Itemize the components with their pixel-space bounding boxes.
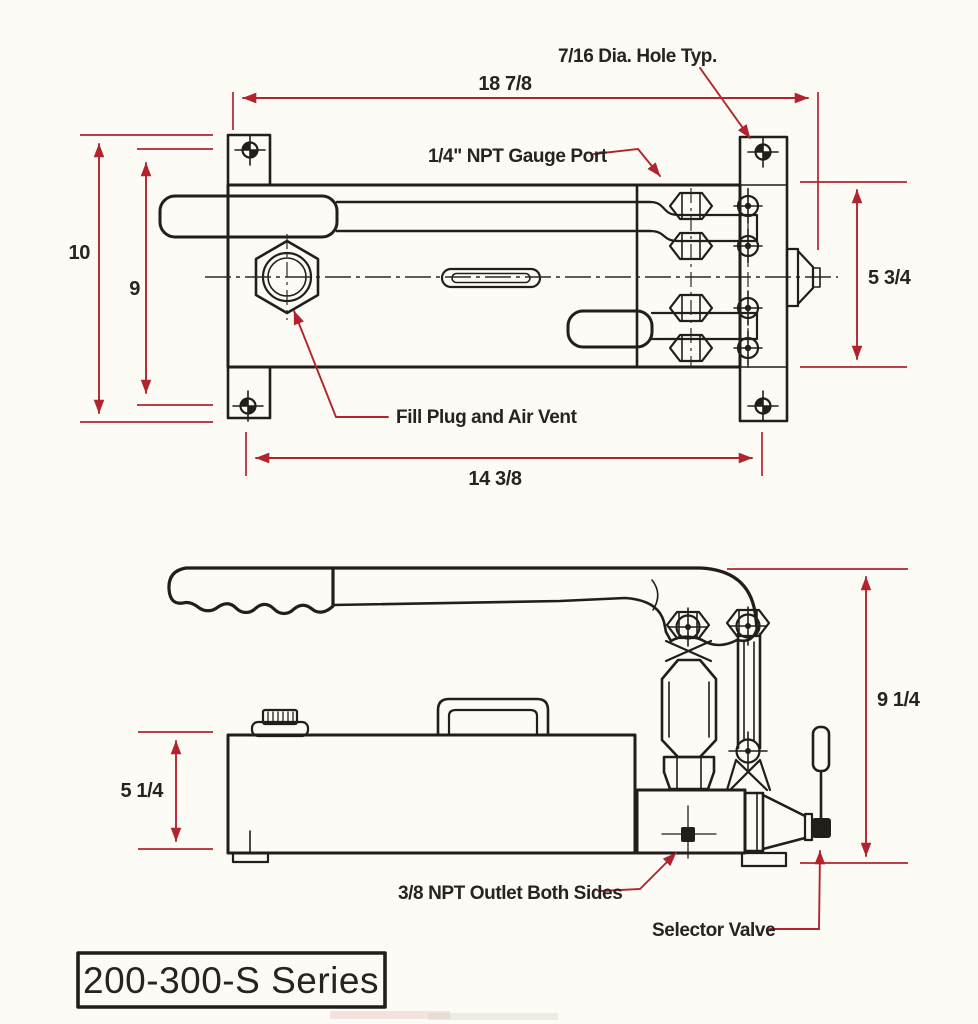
mount-tab-top-left <box>226 133 272 187</box>
title-block: 200-300-S Series <box>76 951 387 1009</box>
callout-outlet: 3/8 NPT Outlet Both Sides <box>398 852 677 904</box>
dim-reservoir-height: 5 1/4 <box>121 731 213 850</box>
dim-overall-width: 10 <box>69 134 213 423</box>
mount-tab-bottom-left <box>226 365 272 420</box>
callout-gauge-port: 1/4" NPT Gauge Port <box>428 146 661 177</box>
callout-selector-valve-label: Selector Valve <box>652 920 775 941</box>
piston-nut <box>662 755 716 791</box>
top-view-dimensions: 18 7/8 10 9 5 3/4 14 3/8 <box>69 46 913 490</box>
carry-handle <box>436 697 550 737</box>
selector-valve <box>811 725 831 838</box>
callout-fill-plug-label: Fill Plug and Air Vent <box>396 407 578 428</box>
mount-hole-symbol <box>231 389 265 423</box>
base-block <box>635 788 747 855</box>
top-view-drawing <box>158 133 838 423</box>
dim-overall-length: 18 7/8 <box>232 73 819 250</box>
slot-detail <box>440 267 542 289</box>
callout-hole: 7/16 Dia. Hole Typ. <box>558 46 751 139</box>
pump-base-side <box>635 725 831 868</box>
dim-overall-length-label: 18 7/8 <box>478 73 531 95</box>
dim-reservoir-height-label: 5 1/4 <box>121 780 165 802</box>
foot-left <box>231 851 270 864</box>
selector-valve-nut <box>812 818 831 838</box>
dim-overall-width-label: 10 <box>69 242 91 264</box>
title-box <box>76 951 387 1009</box>
filler-cap-base <box>250 720 310 738</box>
filler-cap <box>261 708 299 726</box>
scan-artifact <box>330 1011 450 1019</box>
handle-plan <box>158 194 759 243</box>
callout-selector-valve: Selector Valve <box>652 850 826 941</box>
mount-hole-symbol <box>746 135 780 169</box>
clevis-cross <box>664 639 713 663</box>
dim-overall-height-label: 9 1/4 <box>877 689 921 711</box>
scan-artifact <box>428 1013 558 1020</box>
reservoir-outline <box>226 733 637 855</box>
outlet-port <box>661 805 717 859</box>
link-fork <box>725 758 772 792</box>
series-title: 200-300-S Series <box>83 960 379 1001</box>
dim-hole-spacing-width-label: 9 <box>129 278 140 300</box>
selector-valve-knob <box>811 725 831 773</box>
dim-body-width: 5 3/4 <box>800 181 912 368</box>
outlet-nozzle-plan <box>785 247 821 308</box>
handle-grip <box>167 566 335 616</box>
callout-gauge-port-label: 1/4" NPT Gauge Port <box>428 146 608 167</box>
callout-fill-plug: Fill Plug and Air Vent <box>293 310 578 428</box>
callout-hole-label: 7/16 Dia. Hole Typ. <box>558 46 717 67</box>
mount-hole-symbol <box>746 389 780 423</box>
piston-body <box>660 658 718 759</box>
nozzle-cone <box>761 793 807 851</box>
callout-outlet-label: 3/8 NPT Outlet Both Sides <box>398 883 622 904</box>
dim-body-width-label: 5 3/4 <box>868 267 912 289</box>
dim-hole-spacing-length: 14 3/8 <box>245 432 763 490</box>
foot-right <box>740 851 788 868</box>
link-arm-plan <box>566 309 759 349</box>
side-view-dimensions: 9 1/4 5 1/4 3/8 NPT Outlet Both Sides Se… <box>121 568 921 941</box>
dim-overall-height: 9 1/4 <box>727 568 921 864</box>
dim-hole-spacing-width: 9 <box>129 148 213 406</box>
mount-hole-symbol <box>233 133 267 167</box>
handle-side <box>167 566 759 647</box>
side-view-drawing <box>167 566 831 868</box>
nozzle-band <box>743 791 765 853</box>
right-mount-plate <box>738 135 789 423</box>
dim-hole-spacing-length-label: 14 3/8 <box>468 468 521 490</box>
reservoir-side <box>226 697 637 864</box>
handle-bend-detail <box>651 579 659 611</box>
